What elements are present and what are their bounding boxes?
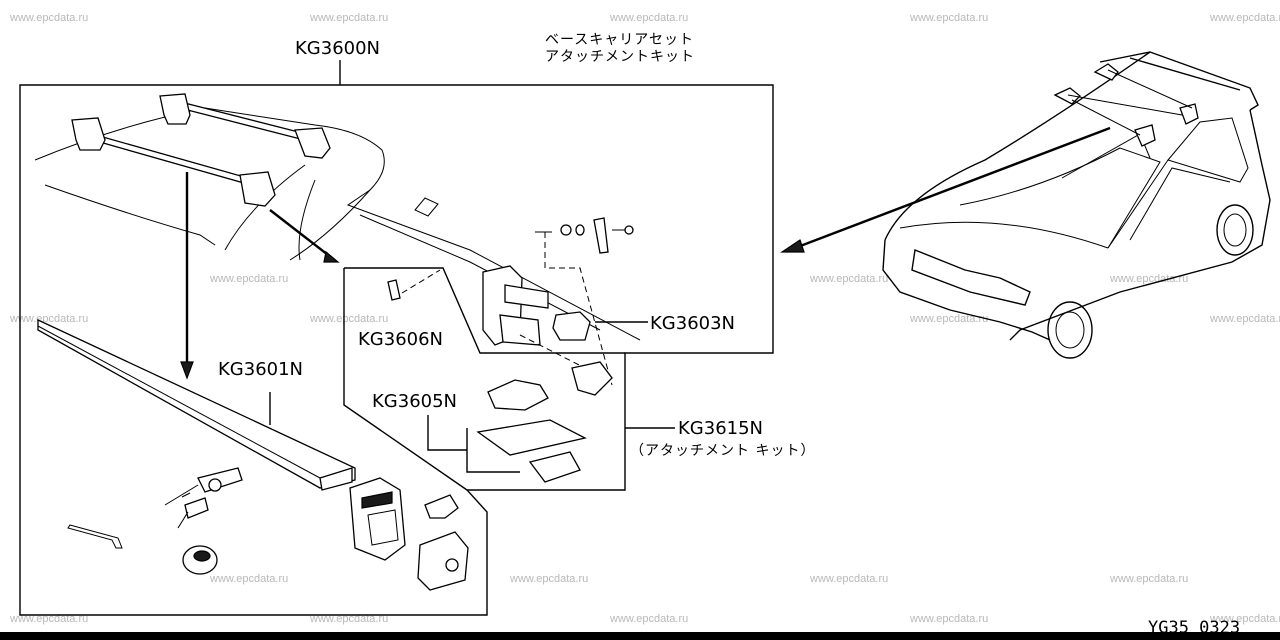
watermark: www.epcdata.ru <box>1209 613 1280 625</box>
watermark: www.epcdata.ru <box>309 12 388 24</box>
kit-group-frame <box>19 84 774 616</box>
arrow-car-to-diagram <box>794 126 1111 250</box>
watermark: www.epcdata.ru <box>9 613 88 625</box>
allen-wrench-icon <box>67 524 123 549</box>
part-label-kg3606n: KG3606N <box>358 329 443 350</box>
lock-cap-icon <box>182 545 218 575</box>
leader-kg3605n <box>427 415 467 451</box>
watermark: www.epcdata.ru <box>9 313 88 325</box>
watermark: www.epcdata.ru <box>609 12 688 24</box>
watermark: www.epcdata.ru <box>909 12 988 24</box>
pad-sheets-part <box>476 419 587 483</box>
attachment-kit-frame <box>343 267 625 491</box>
part-label-kg3605n: KG3605N <box>372 391 457 412</box>
carrier-foot-part <box>349 477 469 591</box>
watermark-layer: www.epcdata.ru www.epcdata.ru www.epcdat… <box>9 12 1280 625</box>
arrow-head-icon <box>780 239 805 253</box>
watermark: www.epcdata.ru <box>809 273 888 285</box>
leader-kg3606n <box>401 269 441 294</box>
watermark: www.epcdata.ru <box>1109 573 1188 585</box>
foot-assembly <box>482 265 549 346</box>
watermark: www.epcdata.ru <box>209 573 288 585</box>
pad-part-kg3606n <box>387 279 401 301</box>
keys-icon <box>164 467 243 529</box>
arrow-head-icon <box>323 250 340 263</box>
watermark: www.epcdata.ru <box>509 573 588 585</box>
arrow-foot-to-kit <box>269 209 333 259</box>
part-label-kg3601n: KG3601N <box>218 359 303 380</box>
watermark: www.epcdata.ru <box>909 613 988 625</box>
part-note-kg3615n: （アタッチメント キット） <box>630 443 815 459</box>
watermark: www.epcdata.ru <box>1109 273 1188 285</box>
watermark: www.epcdata.ru <box>809 573 888 585</box>
hardware-dashed-leader <box>544 232 613 386</box>
part-label-kg3603n: KG3603N <box>650 313 735 334</box>
watermark: www.epcdata.ru <box>609 613 688 625</box>
part-label-kg3600n: KG3600N <box>295 38 380 59</box>
watermark: www.epcdata.ru <box>1209 12 1280 24</box>
watermark: www.epcdata.ru <box>309 613 388 625</box>
clip-part-kg3605n <box>487 379 549 411</box>
bracket-part <box>571 361 613 396</box>
watermark: www.epcdata.ru <box>9 12 88 24</box>
kit-title-line2: アタッチメントキット <box>545 49 695 65</box>
watermark: www.epcdata.ru <box>909 313 988 325</box>
kit-title-line1: ベースキャリアセット <box>545 32 694 48</box>
car-illustration <box>882 51 1271 359</box>
vehicle-roof-drawing <box>34 107 641 341</box>
dashed-leader <box>519 334 586 369</box>
crossbar-part-kg3601n <box>37 318 356 491</box>
watermark: www.epcdata.ru <box>1209 313 1280 325</box>
part-label-kg3615n: KG3615N <box>678 418 763 439</box>
watermark: www.epcdata.ru <box>309 313 388 325</box>
bracket-kg3605n <box>466 428 520 473</box>
bottom-rule <box>0 632 1280 640</box>
end-cap-part-kg3603n <box>552 311 591 341</box>
base-carrier-bars <box>71 93 331 207</box>
arrow-head-icon <box>180 361 194 380</box>
bolt-set-icon <box>535 217 634 254</box>
watermark: www.epcdata.ru <box>209 273 288 285</box>
